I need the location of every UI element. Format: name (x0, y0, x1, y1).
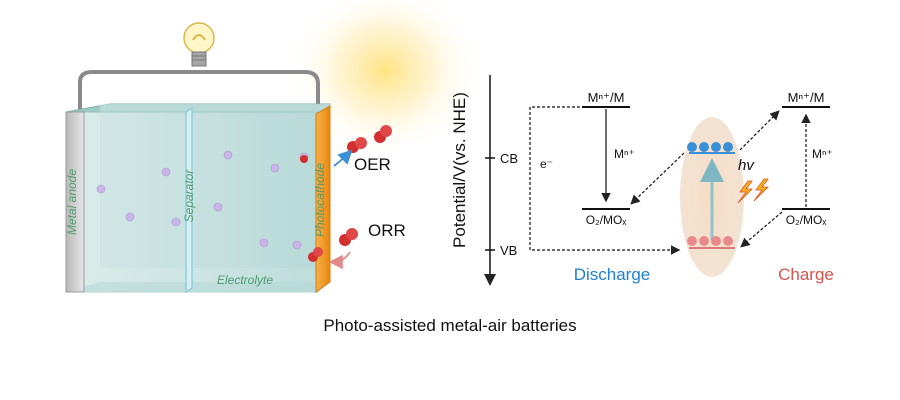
electrolyte-label: Electrolyte (217, 273, 273, 287)
battery-illustration: Metal anode Separator Electrolyte Photoc… (65, 0, 480, 294)
electron-to-metal-arrow (739, 110, 780, 151)
charge-top-level: Mⁿ⁺/M (788, 90, 825, 105)
oer-arrow (333, 149, 353, 167)
metal-anode (65, 111, 85, 293)
oer-label: OER (354, 155, 391, 174)
tank-bottom (66, 282, 330, 292)
photocathode (315, 105, 331, 293)
charge-bottom-level: O₂/MOₓ (786, 213, 827, 227)
potential-axis-label: Potential/V(vs. NHE) (450, 92, 469, 248)
separator (185, 106, 193, 294)
electron-label: e⁻ (540, 157, 553, 171)
external-wire (78, 70, 320, 112)
hv-label: hv (738, 157, 755, 174)
photocathode-label: Photocathode (313, 163, 327, 237)
anode-label: Metal anode (65, 169, 79, 235)
discharge-title: Discharge (574, 265, 651, 284)
lightning-icon (737, 178, 769, 204)
orr-label: ORR (368, 221, 406, 240)
charge-title: Charge (778, 265, 834, 284)
figure-caption: Photo-assisted metal-air batteries (323, 316, 577, 335)
electron-to-oxide-arrow (630, 152, 685, 205)
external-electron-path (529, 106, 681, 255)
discharge-bottom-level: O₂/MOₓ (586, 213, 627, 227)
electron-group (687, 142, 733, 152)
discharge-top-level: Mⁿ⁺/M (588, 90, 625, 105)
vb-label: VB (500, 243, 517, 258)
separator-label: Separator (182, 169, 196, 223)
energy-diagram: Potential/V(vs. NHE) CB VB hv (450, 75, 834, 286)
sunlight-glow (290, 0, 480, 155)
hole-group (687, 236, 733, 246)
oxygen-molecule-icon (300, 125, 392, 262)
light-bulb-icon (183, 22, 215, 67)
cb-label: CB (500, 151, 518, 166)
discharge-ion-label: Mⁿ⁺ (614, 147, 635, 161)
orr-arrow (328, 251, 351, 270)
oxide-to-hole-arrow (740, 211, 783, 248)
charge-ion-label: Mⁿ⁺ (812, 147, 833, 161)
